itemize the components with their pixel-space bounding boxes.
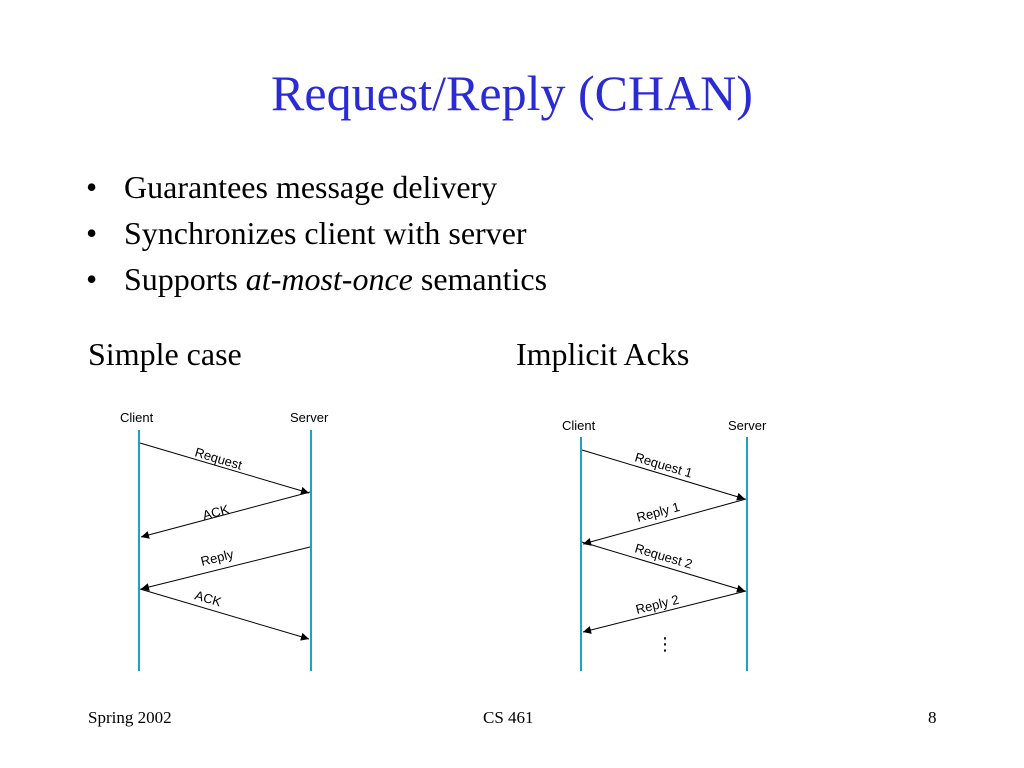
implicit-acks-heading: Implicit Acks (516, 336, 690, 372)
implicit-request1-label: Request 1 (633, 449, 694, 480)
simple-ack-label-2: ACK (193, 587, 223, 609)
continuation-ellipsis: ⋮ (656, 634, 674, 654)
simple-reply-label: Reply (199, 546, 235, 569)
footer-course: CS 461 (483, 708, 534, 727)
bullet-item: • Synchronizes client with server (86, 210, 547, 256)
bullet-text-suffix: semantics (412, 261, 548, 297)
simple-case-heading: Simple case (88, 336, 242, 372)
implicit-request2-arrow (581, 541, 746, 593)
simple-ack-arrow-2 (139, 588, 310, 641)
simple-reply-arrow (140, 546, 311, 591)
simple-request-label: Request (193, 444, 244, 472)
bullet-dot: • (86, 261, 98, 297)
bullet-list: • Guarantees message delivery • Synchroniz… (86, 164, 547, 302)
bullet-emphasis: at-most-once (245, 261, 413, 297)
footer-page-number: 8 (928, 708, 937, 727)
simple-request-arrow (139, 442, 310, 495)
footer-date: Spring 2002 (88, 708, 172, 727)
bullet-text: Supports (124, 261, 246, 297)
simple-ack-arrow-1 (140, 491, 311, 539)
simple-case-diagram: Client Server Request ACK Reply ACK (120, 410, 329, 671)
bullet-text: Guarantees message delivery (124, 169, 498, 205)
bullet-text: Synchronizes client with server (124, 215, 527, 251)
implicit-client-label: Client (562, 418, 596, 433)
implicit-reply1-arrow (582, 498, 747, 546)
simple-server-label: Server (290, 410, 329, 425)
bullet-dot: • (86, 215, 98, 251)
bullet-dot: • (86, 169, 98, 205)
implicit-reply1-label: Reply 1 (635, 499, 681, 525)
implicit-server-label: Server (728, 418, 767, 433)
simple-ack-label-1: ACK (201, 501, 231, 522)
implicit-acks-diagram: Client Server Request 1 Reply 1 Request … (562, 418, 767, 671)
bullet-item: • Supports at-most-once semantics (86, 256, 547, 302)
bullet-item: • Guarantees message delivery (86, 164, 547, 210)
implicit-request1-arrow (581, 449, 746, 501)
implicit-reply2-arrow (582, 590, 747, 634)
simple-client-label: Client (120, 410, 154, 425)
slide-title: Request/Reply (CHAN) (271, 65, 753, 121)
